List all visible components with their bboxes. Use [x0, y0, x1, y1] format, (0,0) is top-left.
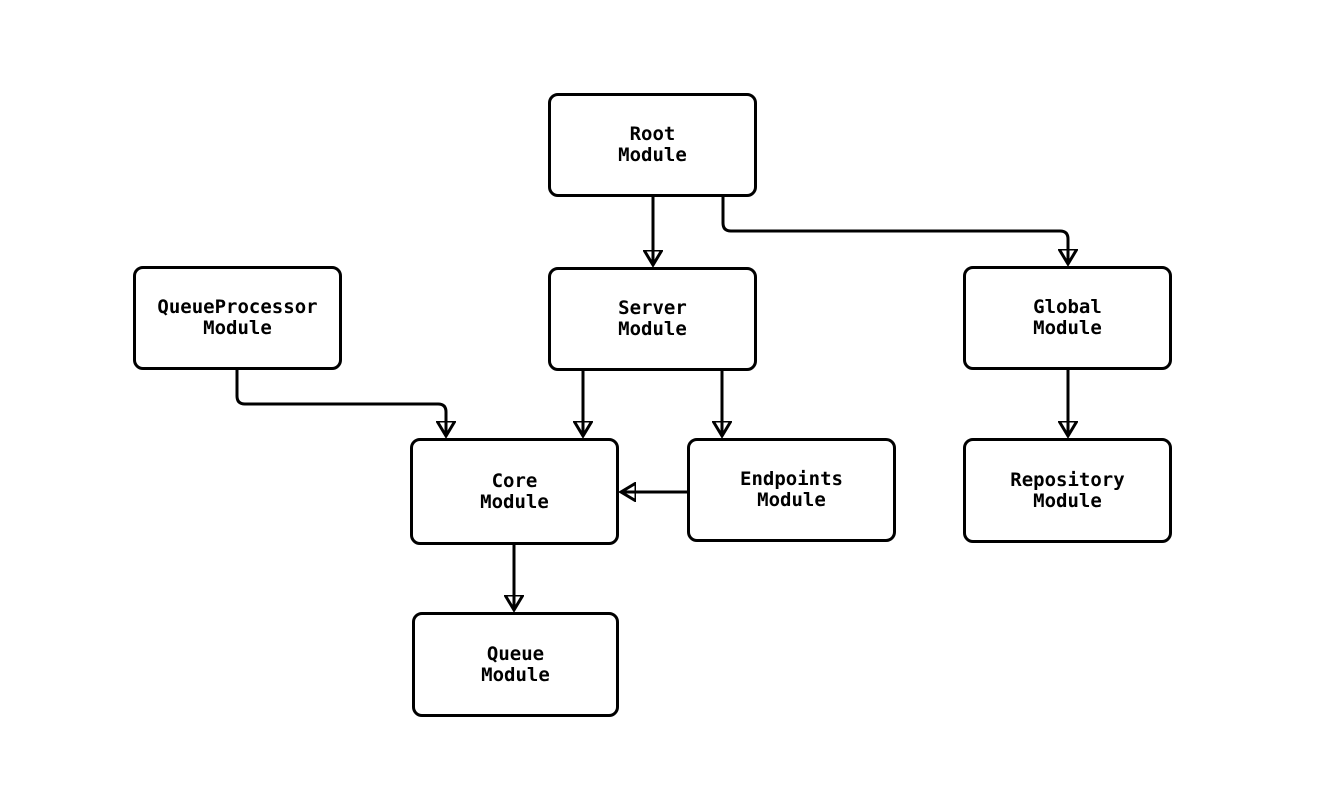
node-core-module-label: Core Module [480, 469, 549, 513]
node-root-module-label: Root Module [618, 123, 687, 166]
node-queueprocessor-module-label: QueueProcessor Module [157, 296, 318, 339]
node-repository-module: Repository Module [963, 438, 1172, 543]
node-server-module-label: Server Module [618, 297, 687, 340]
node-core-module: Core Module [410, 438, 619, 545]
edge-queueprocessor-to-core [235, 370, 446, 436]
node-root-module: Root Module [548, 93, 757, 197]
node-queueprocessor-module: QueueProcessor Module [133, 266, 342, 370]
node-global-module-label: Global Module [1033, 296, 1102, 339]
node-global-module: Global Module [963, 266, 1172, 370]
node-endpoints-module: Endpoints Module [687, 438, 896, 542]
node-server-module: Server Module [548, 267, 757, 371]
node-queue-module-label: Queue Module [481, 642, 550, 686]
edge-root-to-global [721, 197, 1068, 264]
node-queue-module: Queue Module [412, 612, 619, 717]
node-repository-module-label: Repository Module [1010, 468, 1125, 512]
node-endpoints-module-label: Endpoints Module [740, 468, 843, 511]
